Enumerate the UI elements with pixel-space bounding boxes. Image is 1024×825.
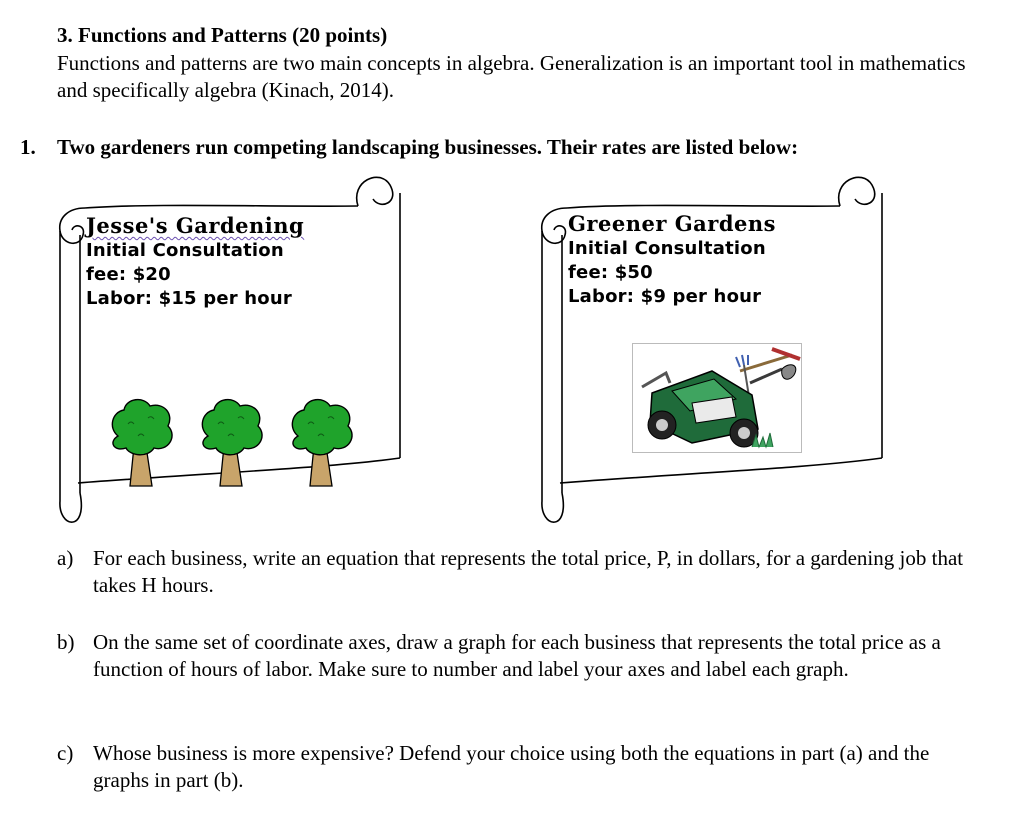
scroll-outline [59, 176, 401, 523]
scroll-outline [541, 176, 883, 523]
consultation-fee: fee: $50 [568, 262, 653, 283]
part-text: For each business, write an equation tha… [93, 546, 964, 597]
consultation-label: Initial Consultation [568, 238, 766, 259]
part-label: a) [57, 546, 74, 570]
part-a: a) For each business, write an equation … [57, 545, 977, 599]
question-1: 1. Two gardeners run competing landscapin… [20, 134, 798, 161]
lawn-mower-icon [632, 343, 802, 453]
part-text: On the same set of coordinate axes, draw… [93, 630, 941, 681]
question-text: Two gardeners run competing landscaping … [57, 135, 799, 159]
consultation-label: Initial Consultation [86, 240, 284, 261]
labor-rate: Labor: $9 per hour [568, 286, 762, 307]
part-c: c) Whose business is more expensive? Def… [57, 740, 977, 794]
scroll-jesses-gardening: Jesse's Gardening Initial Consultation f… [28, 163, 408, 531]
part-label: c) [57, 741, 74, 765]
business-name: Jesse's Gardening [86, 213, 305, 238]
business-name: Greener Gardens [568, 211, 776, 236]
part-label: b) [57, 630, 75, 654]
question-number: 1. [20, 135, 36, 159]
scroll-greener-gardens: Greener Gardens Initial Consultation fee… [510, 163, 890, 531]
part-text: Whose business is more expensive? Defend… [93, 741, 930, 792]
labor-rate: Labor: $15 per hour [86, 288, 292, 309]
tree-icons [111, 398, 353, 487]
section-title: 3. Functions and Patterns (20 points) [57, 23, 388, 47]
part-b: b) On the same set of coordinate axes, d… [57, 629, 977, 683]
consultation-fee: fee: $20 [86, 264, 171, 285]
section-intro: Functions and patterns are two main conc… [57, 51, 966, 102]
